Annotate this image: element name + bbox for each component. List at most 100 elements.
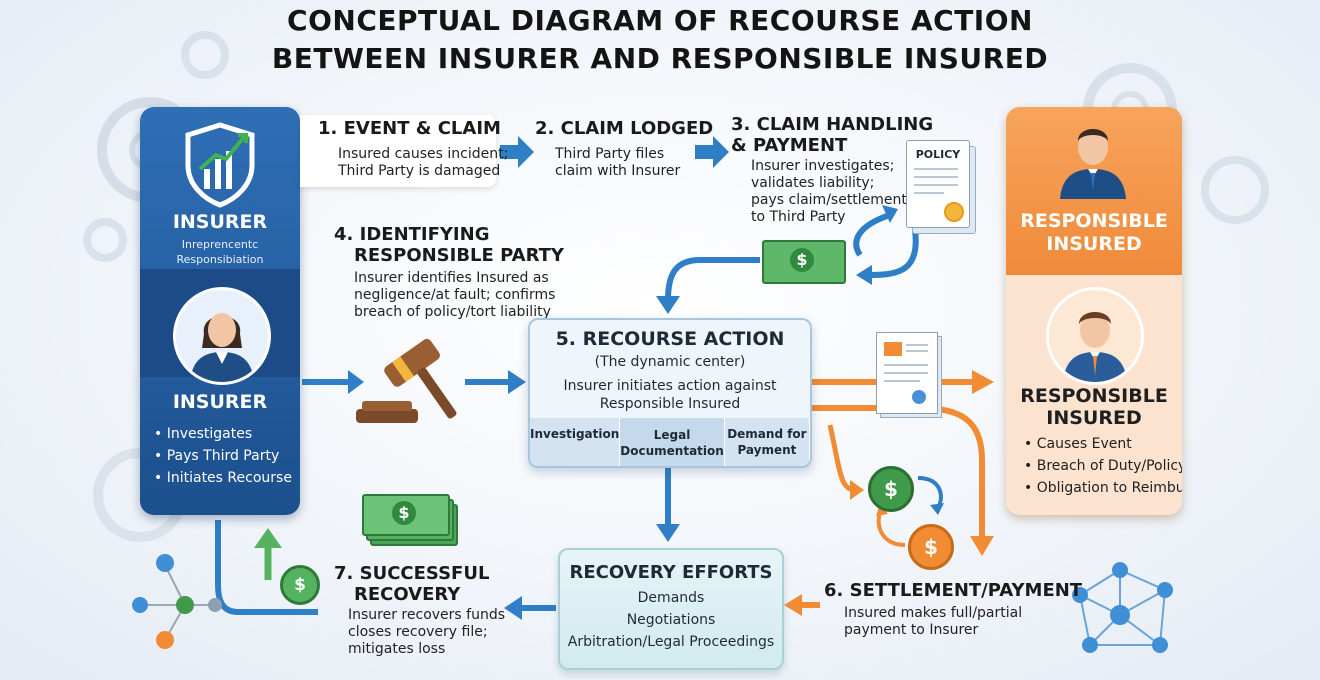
recovery-efforts-box: RECOVERY EFFORTS Demands Negotiations Ar… (558, 548, 784, 670)
arrow-step1-to-step2 (500, 136, 534, 168)
step-3-line: Insurer investigates; (751, 158, 895, 174)
recourse-phase-label: Demand for (727, 427, 807, 441)
recovery-title: RECOVERY EFFORTS (569, 562, 773, 583)
step-3-line: pays claim/settlement (751, 192, 907, 208)
insurer-subtitle-line-1: Inreprencentc (181, 238, 259, 251)
list-item: • Causes Event (1024, 436, 1132, 452)
step-4-line: Insurer identifies Insured as (354, 270, 549, 286)
list-item: • Pays Third Party (154, 448, 280, 464)
step-7-description: Insurer recovers funds closes recovery f… (348, 607, 505, 658)
recourse-phase-label: Documentation (620, 444, 724, 458)
step-3-line: validates liability; (751, 175, 875, 191)
step-2-line: claim with Insurer (555, 163, 681, 179)
recourse-phases: Investigation Legal Documentation Demand… (530, 418, 810, 466)
arrow-coin-swap-blue (917, 476, 943, 509)
step-3: 3. CLAIM HANDLING & PAYMENT Insurer inve… (731, 114, 933, 226)
recourse-phase-label: Payment (737, 443, 797, 457)
step-7-line: mitigates loss (348, 641, 446, 657)
recourse-subtitle: (The dynamic center) (594, 354, 746, 370)
step-2-title: 2. CLAIM LODGED (535, 118, 714, 139)
recourse-phase: Demand for Payment (725, 418, 810, 466)
gear-icon (1201, 156, 1269, 224)
money-stack-icon: $ (762, 240, 846, 284)
coin-icon: $ (868, 466, 914, 512)
step-7: 7. SUCCESSFUL RECOVERY Insurer recovers … (334, 563, 505, 658)
recourse-phase-label: Investigation (530, 427, 620, 441)
step-3-title: 3. CLAIM HANDLING & PAYMENT (731, 114, 933, 156)
arrow-center-to-coin (827, 424, 856, 493)
step-4-title-line: RESPONSIBLE PARTY (354, 245, 564, 266)
step-2-line: Third Party files (555, 146, 665, 162)
list-item-text: Pays Third Party (166, 448, 280, 464)
arrow-document-to-money (869, 229, 919, 278)
arrow-payment-loop (853, 212, 891, 257)
recourse-line: Insurer initiates action against (563, 378, 777, 394)
step-7-title-line: 7. SUCCESSFUL (334, 563, 490, 584)
step-6-description: Insured makes full/partial payment to In… (844, 605, 1082, 639)
title-line-2: BETWEEN INSURER AND RESPONSIBLE INSURED (271, 42, 1049, 75)
responsible-role-heading: RESPONSIBLE INSURED (1006, 385, 1182, 429)
person-icon (1060, 129, 1126, 199)
step-1-description: Insured causes incident; Third Party is … (338, 146, 508, 180)
recovery-item: Demands (637, 590, 705, 606)
list-item-text: Causes Event (1036, 436, 1132, 452)
responsible-heading-line-2: INSURED (1046, 233, 1142, 255)
person-icon (1063, 312, 1127, 382)
step-4-line: breach of policy/tort liability (354, 304, 551, 320)
list-item-text: Initiates Recourse (166, 470, 292, 486)
recourse-phase: Investigation (530, 418, 621, 466)
recourse-phase: Legal Documentation (620, 418, 725, 466)
recovery-item: Arbitration/Legal Proceedings (567, 634, 775, 650)
gavel-icon (356, 338, 457, 423)
insurer-panel: INSURER Inreprencentc Responsibiation IN… (140, 107, 300, 515)
arrow-coin-swap-orange (876, 511, 906, 547)
policy-document-icon: POLICY (906, 140, 976, 234)
list-item-text: Obligation to Reimburse (1036, 480, 1182, 496)
insurer-subtitle: Inreprencentc Responsibiation (140, 237, 300, 267)
insurer-heading: INSURER (172, 211, 268, 233)
step-1-line: Insured causes incident; (338, 146, 509, 162)
step-6-line: Insured makes full/partial (844, 605, 1023, 621)
responsible-duties-list: • Causes Event • Breach of Duty/Policy •… (1024, 433, 1182, 499)
step-7-line: Insurer recovers funds (348, 607, 506, 623)
step-7-title: 7. SUCCESSFUL RECOVERY (334, 563, 505, 605)
list-item: • Initiates Recourse (154, 470, 292, 486)
recourse-title: 5. RECOURSE ACTION (555, 328, 785, 350)
step-6: 6. SETTLEMENT/PAYMENT Insured makes full… (824, 580, 1082, 639)
step-6-title: 6. SETTLEMENT/PAYMENT (824, 580, 1083, 601)
gear-icon (83, 218, 127, 262)
recourse-action-box: 5. RECOURSE ACTION (The dynamic center) … (528, 318, 812, 468)
arrow-step7-to-insurer (215, 520, 318, 615)
step-4-title: 4. IDENTIFYING RESPONSIBLE PARTY (334, 224, 564, 266)
list-item: • Investigates (154, 426, 253, 442)
step-4-line: negligence/at fault; confirms (354, 287, 556, 303)
shield-chart-icon (185, 122, 255, 208)
recovery-item: Negotiations (626, 612, 716, 628)
recourse-description: Insurer initiates action against Respons… (530, 377, 810, 413)
insurer-logo-area (140, 107, 300, 267)
responsible-heading: RESPONSIBLE INSURED (1006, 210, 1182, 256)
responsible-insured-panel: RESPONSIBLE INSURED RESPONSIBLE INSURED … (1006, 107, 1182, 515)
step-1-line: Third Party is damaged (338, 163, 501, 179)
title-line-1: CONCEPTUAL DIAGRAM OF RECOURSE ACTION (287, 4, 1033, 37)
avatar (173, 287, 271, 385)
step-2-description: Third Party files claim with Insurer (555, 146, 713, 180)
person-icon (190, 313, 254, 382)
insurer-subtitle-line-2: Responsibiation (176, 253, 264, 266)
list-item-text: Investigates (166, 426, 253, 442)
diagram-title: CONCEPTUAL DIAGRAM OF RECOURSE ACTION BE… (0, 2, 1320, 78)
list-item-text: Breach of Duty/Policy (1036, 458, 1182, 474)
step-6-line: payment to Insurer (844, 622, 979, 638)
recourse-line: Responsible Insured (599, 396, 741, 412)
step-1-box (300, 115, 496, 187)
step-3-description: Insurer investigates; validates liabilit… (751, 158, 933, 226)
responsible-role-heading-line-2: INSURED (1046, 407, 1142, 429)
step-3-line: to Third Party (751, 209, 846, 225)
contract-document-icon (876, 332, 942, 418)
gear-icon (181, 31, 229, 79)
step-3-title-line: 3. CLAIM HANDLING (731, 114, 934, 135)
responsible-heading-line-1: RESPONSIBLE (1020, 210, 1168, 232)
money-stack-icon: $ (362, 494, 458, 546)
arrow-money-to-recourse (665, 257, 760, 301)
step-4-title-line: 4. IDENTIFYING (334, 224, 490, 245)
